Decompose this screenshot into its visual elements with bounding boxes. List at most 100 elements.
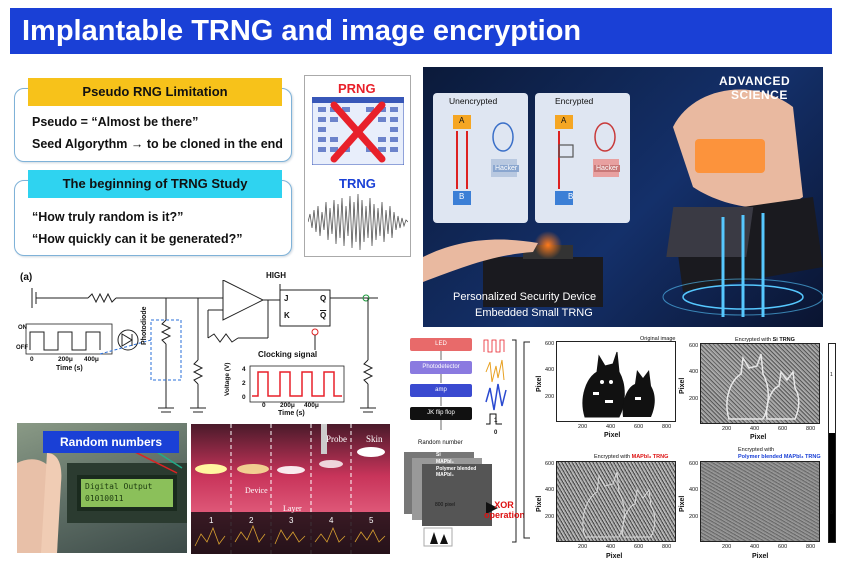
panel-n2: 2 bbox=[249, 516, 254, 525]
flow-connectors bbox=[404, 339, 517, 547]
flow-photodetector: Photodetector bbox=[410, 361, 472, 374]
high-label: HIGH bbox=[266, 271, 286, 280]
node-a-right: A bbox=[561, 116, 567, 125]
colorbar bbox=[828, 343, 836, 543]
flow-xor-operation: XOR operation bbox=[484, 500, 526, 520]
plot-enc-polymer bbox=[700, 461, 820, 542]
orig-x800: 800 bbox=[662, 424, 672, 430]
panel-n5: 5 bbox=[369, 516, 374, 525]
pseudo-line-2: Seed Algorythm → to be cloned in the end bbox=[32, 137, 283, 151]
result-bracket bbox=[523, 341, 530, 539]
si-x200: 200 bbox=[722, 426, 732, 432]
map-x200: 200 bbox=[578, 544, 588, 550]
plot-enc-polymer-name: Polymer blended MAPbI₃ TRNG bbox=[738, 454, 821, 460]
random-numbers-label: Random numbers bbox=[43, 431, 179, 453]
panel-n3: 3 bbox=[289, 516, 294, 525]
map-y600: 600 bbox=[545, 461, 555, 467]
plot-enc-si-prefix: Encrypted with bbox=[735, 337, 773, 343]
trng-line-2: “How quickly can it be generated?” bbox=[32, 232, 243, 246]
orig-x600: 600 bbox=[634, 424, 644, 430]
colorbar-0: 0 bbox=[830, 510, 833, 516]
journal-brand-line1: ADVANCED bbox=[719, 74, 791, 88]
flow-si: Si bbox=[436, 452, 441, 458]
journal-caption-1: Personalized Security Device bbox=[453, 291, 597, 303]
journal-brand-line2: SCIENCE bbox=[731, 88, 788, 102]
si-y-label: Pixel bbox=[679, 377, 686, 394]
poly-y600: 600 bbox=[689, 461, 699, 467]
plot-enc-mapbi-title: Encrypted with MAPbI₃ TRNG bbox=[594, 454, 668, 460]
voltage-v4: 4 bbox=[242, 366, 246, 373]
voltage-axis-label: Voltage (V) bbox=[224, 362, 231, 396]
clock-t200: 200μ bbox=[280, 402, 295, 409]
si-x600: 600 bbox=[778, 426, 788, 432]
layer-label: Layer bbox=[283, 504, 302, 513]
flow-one: 1 bbox=[494, 418, 498, 424]
trng-line-1: “How truly random is it?” bbox=[32, 210, 184, 224]
flow-jk: JK flip flop bbox=[410, 407, 472, 420]
orig-y400: 400 bbox=[545, 367, 555, 373]
jk-qbar-label: Q bbox=[320, 311, 327, 320]
jk-j-label: J bbox=[284, 294, 289, 303]
hacker-right: Hacker bbox=[594, 165, 621, 172]
circuit-panel-label: (a) bbox=[20, 272, 33, 283]
si-x400: 400 bbox=[750, 426, 760, 432]
poly-x800: 800 bbox=[806, 544, 816, 550]
plot-original bbox=[556, 341, 676, 422]
poly-y200: 200 bbox=[689, 514, 699, 520]
plot-enc-mapbi-name: MAPbI₃ TRNG bbox=[631, 454, 669, 460]
flow-pixel-width: 800 pixel bbox=[435, 502, 456, 508]
square-off-label: OFF bbox=[16, 345, 28, 351]
si-y600: 600 bbox=[689, 343, 699, 349]
pseudo-line-1: Pseudo = “Almost be there” bbox=[32, 115, 199, 129]
node-b-right: B bbox=[568, 192, 574, 201]
plot-enc-si-name: Si TRNG bbox=[772, 337, 795, 343]
orig-y-label: Pixel bbox=[536, 375, 543, 392]
si-y400: 400 bbox=[689, 369, 699, 375]
square-on-label: ON bbox=[18, 325, 27, 331]
prng-label: PRNG bbox=[338, 81, 376, 96]
map-x600: 600 bbox=[634, 544, 644, 550]
clock-t0: 0 bbox=[262, 402, 266, 409]
square-t400: 400μ bbox=[84, 356, 99, 363]
trng-circuit-schematic bbox=[25, 280, 378, 413]
plot-enc-mapbi bbox=[556, 461, 676, 542]
trng-label: TRNG bbox=[339, 176, 376, 191]
device-label: Device bbox=[245, 486, 268, 495]
plot-enc-si bbox=[700, 343, 820, 424]
map-x800: 800 bbox=[662, 544, 672, 550]
skin-label: Skin bbox=[366, 434, 383, 444]
clocking-signal-label: Clocking signal bbox=[258, 350, 318, 359]
hacker-left: Hacker bbox=[493, 165, 520, 172]
encrypted-label: Encrypted bbox=[555, 96, 594, 106]
node-a-left: A bbox=[459, 116, 465, 125]
si-x-label: Pixel bbox=[750, 434, 767, 441]
probe-label: Probe bbox=[326, 434, 347, 444]
square-t200: 200μ bbox=[58, 356, 73, 363]
flow-zero: 0 bbox=[494, 430, 498, 436]
square-t0: 0 bbox=[30, 356, 34, 363]
map-y200: 200 bbox=[545, 514, 555, 520]
plot-original-title: Original image bbox=[640, 336, 676, 342]
jk-q-label: Q bbox=[320, 294, 327, 303]
flow-led: LED bbox=[410, 338, 472, 351]
si-x800: 800 bbox=[806, 426, 816, 432]
pseudo-rng-header: Pseudo RNG Limitation bbox=[28, 78, 282, 106]
plot-enc-mapbi-prefix: Encrypted with bbox=[594, 454, 632, 460]
implant-photo: Probe Skin Device Layer 1 2 3 4 5 bbox=[191, 424, 390, 554]
lcd-line-2: 01010011 bbox=[85, 494, 124, 503]
plot-enc-si-title: Encrypted with Si TRNG bbox=[735, 337, 795, 343]
clock-t400: 400μ bbox=[304, 402, 319, 409]
photodiode-label: Photodiode bbox=[141, 306, 148, 346]
map-x-label: Pixel bbox=[606, 553, 623, 560]
jk-k-label: K bbox=[284, 311, 290, 320]
trng-study-header: The beginning of TRNG Study bbox=[28, 170, 282, 198]
journal-caption-2: Embedded Small TRNG bbox=[475, 307, 593, 319]
poly-y400: 400 bbox=[689, 487, 699, 493]
square-time-label: Time (s) bbox=[56, 365, 83, 372]
poly-x200: 200 bbox=[722, 544, 732, 550]
unencrypted-label: Unencrypted bbox=[449, 96, 498, 106]
plot-enc-polymer-prefix: Encrypted with bbox=[738, 447, 775, 453]
orig-y200: 200 bbox=[545, 394, 555, 400]
lcd-line-1: Digital Output bbox=[85, 482, 153, 491]
